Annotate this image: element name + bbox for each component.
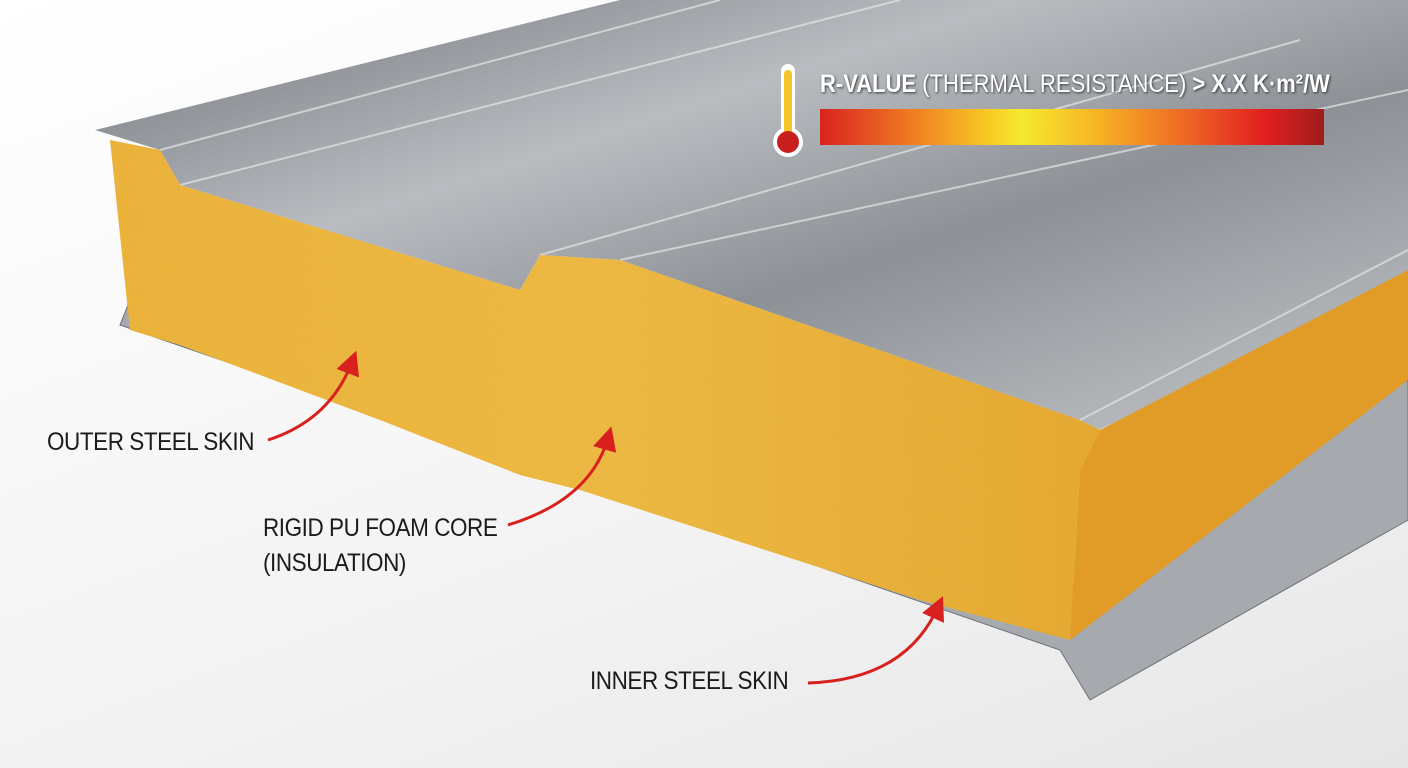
foam-side (1070, 270, 1408, 640)
r-value-gradient-bar (820, 109, 1324, 145)
label-inner-steel-skin: INNER STEEL SKIN (590, 667, 789, 695)
label-insulation: (INSULATION) (263, 549, 406, 577)
r-value-title: R-VALUE (THERMAL RESISTANCE) > X.X K·m²/… (820, 70, 1330, 98)
label-outer-steel-skin: OUTER STEEL SKIN (47, 428, 255, 456)
thermometer-icon (773, 64, 803, 157)
outer-steel-skin (95, 0, 1408, 430)
label-foam-core: RIGID PU FOAM CORE (263, 514, 498, 542)
